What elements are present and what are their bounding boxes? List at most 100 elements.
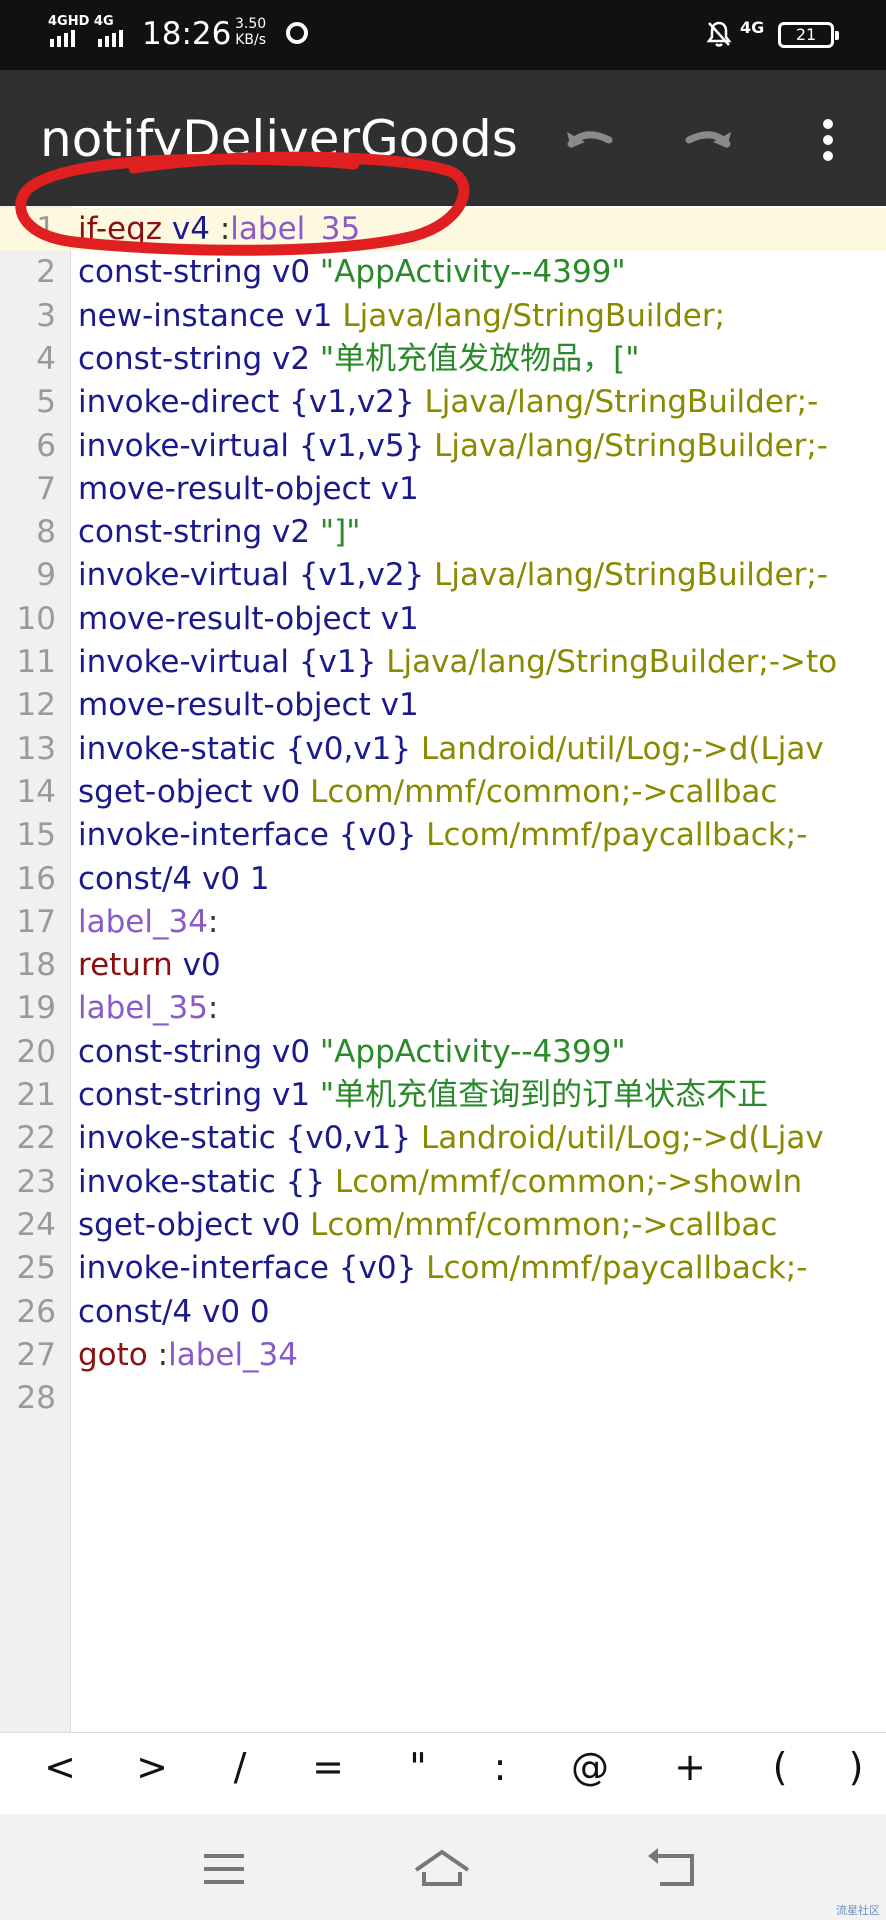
code-line[interactable]: 13 invoke-static {v0,v1} Landroid/util/Lo… [0,728,886,771]
undo-icon [567,131,613,148]
code-line[interactable]: 4 const-string v2 "单机充值发放物品，[" [0,338,886,381]
code-token: v1 [370,687,419,724]
navigation-bar: 流星社区 [0,1814,886,1920]
code-token: new-instance [78,297,285,334]
home-button[interactable] [412,1844,472,1894]
code-token: : [219,211,231,247]
code-token: v1 [370,470,419,507]
code-token: {v1,v2} [288,557,435,594]
symbol-key[interactable]: : [493,1745,507,1789]
code-token: Ljava/lang/StringBuilder;- [434,427,828,464]
code-token: : [157,1336,169,1373]
code-token: invoke-interface [78,1250,329,1287]
line-number: 14 [16,773,56,810]
code-token: {v0,v1} [275,1120,421,1157]
code-line[interactable]: 28 [0,1377,886,1420]
code-token [148,1337,158,1373]
code-token: v0 [252,1206,311,1243]
code-token: : [207,990,219,1027]
code-token: label_34 [78,903,208,940]
code-token: return [78,947,173,984]
code-token: if-eqz [78,211,163,247]
code-token: invoke-static [78,730,276,767]
back-button[interactable] [644,1844,704,1894]
line-number: 17 [16,903,56,940]
code-token: const-string [78,254,263,291]
overflow-menu-button[interactable] [798,112,858,168]
signal-icon-2 [98,30,123,47]
home-icon [414,1849,470,1886]
symbol-key[interactable]: < [44,1745,76,1789]
code-token: {v1} [288,644,387,680]
code-token: move-result-object [78,687,371,724]
symbol-key[interactable]: ( [772,1745,788,1789]
redo-button[interactable] [678,112,738,168]
line-number: 9 [36,557,56,594]
speed-value: 3.50 [235,16,267,32]
code-text: invoke-static {v0,v1} Landroid/util/Log;… [78,728,824,771]
code-token: "AppActivity--4399" [319,1033,626,1070]
symbol-key[interactable]: ) [848,1745,864,1789]
code-token: : [207,903,219,940]
symbol-key[interactable]: + [674,1745,706,1789]
code-token: const-string [78,514,263,551]
code-text: new-instance v1 Ljava/lang/StringBuilder… [78,295,725,338]
symbol-key[interactable]: / [233,1745,247,1789]
symbol-toolbar: < > / = ": @ + () [0,1732,886,1815]
code-token: Ljava/lang/StringBuilder;->to [386,644,838,680]
code-text: label_34: [78,901,218,944]
back-icon [648,1848,694,1886]
app-bar: notifyDeliverGoods [0,70,886,206]
code-token: Lcom/mmf/common;->showIn [334,1163,803,1200]
line-number: 26 [16,1293,56,1330]
code-line[interactable]: 17 label_34: [0,901,886,944]
recent-apps-button[interactable] [192,1844,252,1894]
undo-button[interactable] [560,112,620,168]
symbol-key[interactable]: > [136,1745,168,1789]
symbol-key[interactable]: @ [571,1745,609,1789]
code-token: v1 [370,600,419,637]
line-number: 2 [36,254,56,291]
symbol-key[interactable]: = [312,1745,344,1789]
code-token: v2 [262,340,320,377]
code-text: const-string v2 "]" [78,511,361,554]
symbol-key[interactable]: " [409,1745,427,1789]
code-text: label_35: [78,987,218,1030]
speed-unit: KB/s [235,32,266,48]
code-token: Lcom/mmf/paycallback;- [426,1250,808,1287]
line-number: 13 [16,730,56,767]
line-number: 11 [16,644,56,680]
line-number: 4 [36,340,56,377]
more-vert-icon [823,119,833,161]
line-number: 18 [16,947,56,984]
line-number: 21 [16,1077,56,1113]
code-text: goto :label_34 [78,1334,298,1377]
line-number: 10 [16,600,56,637]
code-text: const-string v2 "单机充值发放物品，[" [78,338,640,381]
